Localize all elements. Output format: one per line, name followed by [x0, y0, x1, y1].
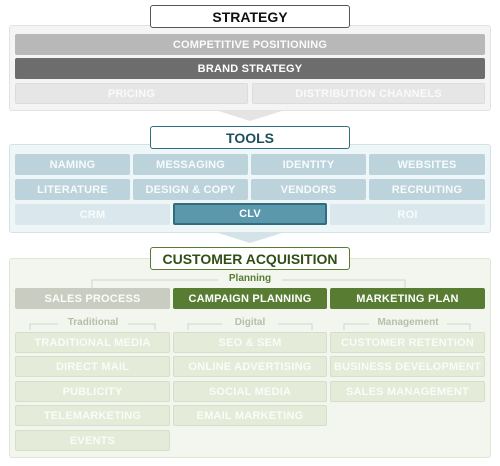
business-development-box[interactable]: BUSINESS DEVELOPMENT	[330, 356, 485, 377]
acquisition-title: CUSTOMER ACQUISITION	[150, 247, 350, 270]
tool-naming[interactable]: NAMING	[15, 154, 130, 175]
brand-strategy-box[interactable]: BRAND STRATEGY	[15, 58, 485, 79]
tool-vendors[interactable]: VENDORS	[251, 179, 366, 200]
digital-label: Digital	[222, 317, 278, 328]
telemarketing-box[interactable]: TELEMARKETING	[15, 405, 170, 426]
tool-literature[interactable]: LITERATURE	[15, 179, 130, 200]
events-box[interactable]: EVENTS	[15, 430, 170, 451]
tool-recruiting[interactable]: RECRUITING	[369, 179, 485, 200]
traditional-media-box[interactable]: TRADITIONAL MEDIA	[15, 332, 170, 353]
management-label: Management	[369, 317, 447, 328]
publicity-box[interactable]: PUBLICITY	[15, 381, 170, 402]
campaign-planning-box[interactable]: CAMPAIGN PLANNING	[173, 288, 327, 309]
customer-retention-box[interactable]: CUSTOMER RETENTION	[330, 332, 485, 353]
tool-messaging[interactable]: MESSAGING	[133, 154, 248, 175]
email-marketing-box[interactable]: EMAIL MARKETING	[173, 405, 327, 426]
tool-identity[interactable]: IDENTITY	[251, 154, 366, 175]
tool-crm[interactable]: CRM	[15, 204, 170, 225]
tool-roi[interactable]: ROI	[330, 204, 485, 225]
tool-websites[interactable]: WEBSITES	[369, 154, 485, 175]
distribution-channels-box[interactable]: DISTRIBUTION CHANNELS	[252, 83, 485, 104]
tools-title: TOOLS	[150, 126, 350, 149]
tool-design-copy[interactable]: DESIGN & COPY	[133, 179, 248, 200]
competitive-positioning-box[interactable]: COMPETITIVE POSITIONING	[15, 34, 485, 55]
sales-process-box[interactable]: SALES PROCESS	[15, 288, 170, 309]
strategy-title: STRATEGY	[150, 5, 350, 28]
traditional-label: Traditional	[58, 317, 128, 328]
sales-management-box[interactable]: SALES MANAGEMENT	[330, 381, 485, 402]
direct-mail-box[interactable]: DIRECT MAIL	[15, 356, 170, 377]
pricing-box[interactable]: PRICING	[15, 83, 248, 104]
marketing-plan-box[interactable]: MARKETING PLAN	[330, 288, 485, 309]
tool-clv[interactable]: CLV	[173, 203, 327, 225]
social-media-box[interactable]: SOCIAL MEDIA	[173, 381, 327, 402]
planning-label: Planning	[218, 273, 282, 284]
online-advertising-box[interactable]: ONLINE ADVERTISING	[173, 356, 327, 377]
seo-sem-box[interactable]: SEO & SEM	[173, 332, 327, 353]
